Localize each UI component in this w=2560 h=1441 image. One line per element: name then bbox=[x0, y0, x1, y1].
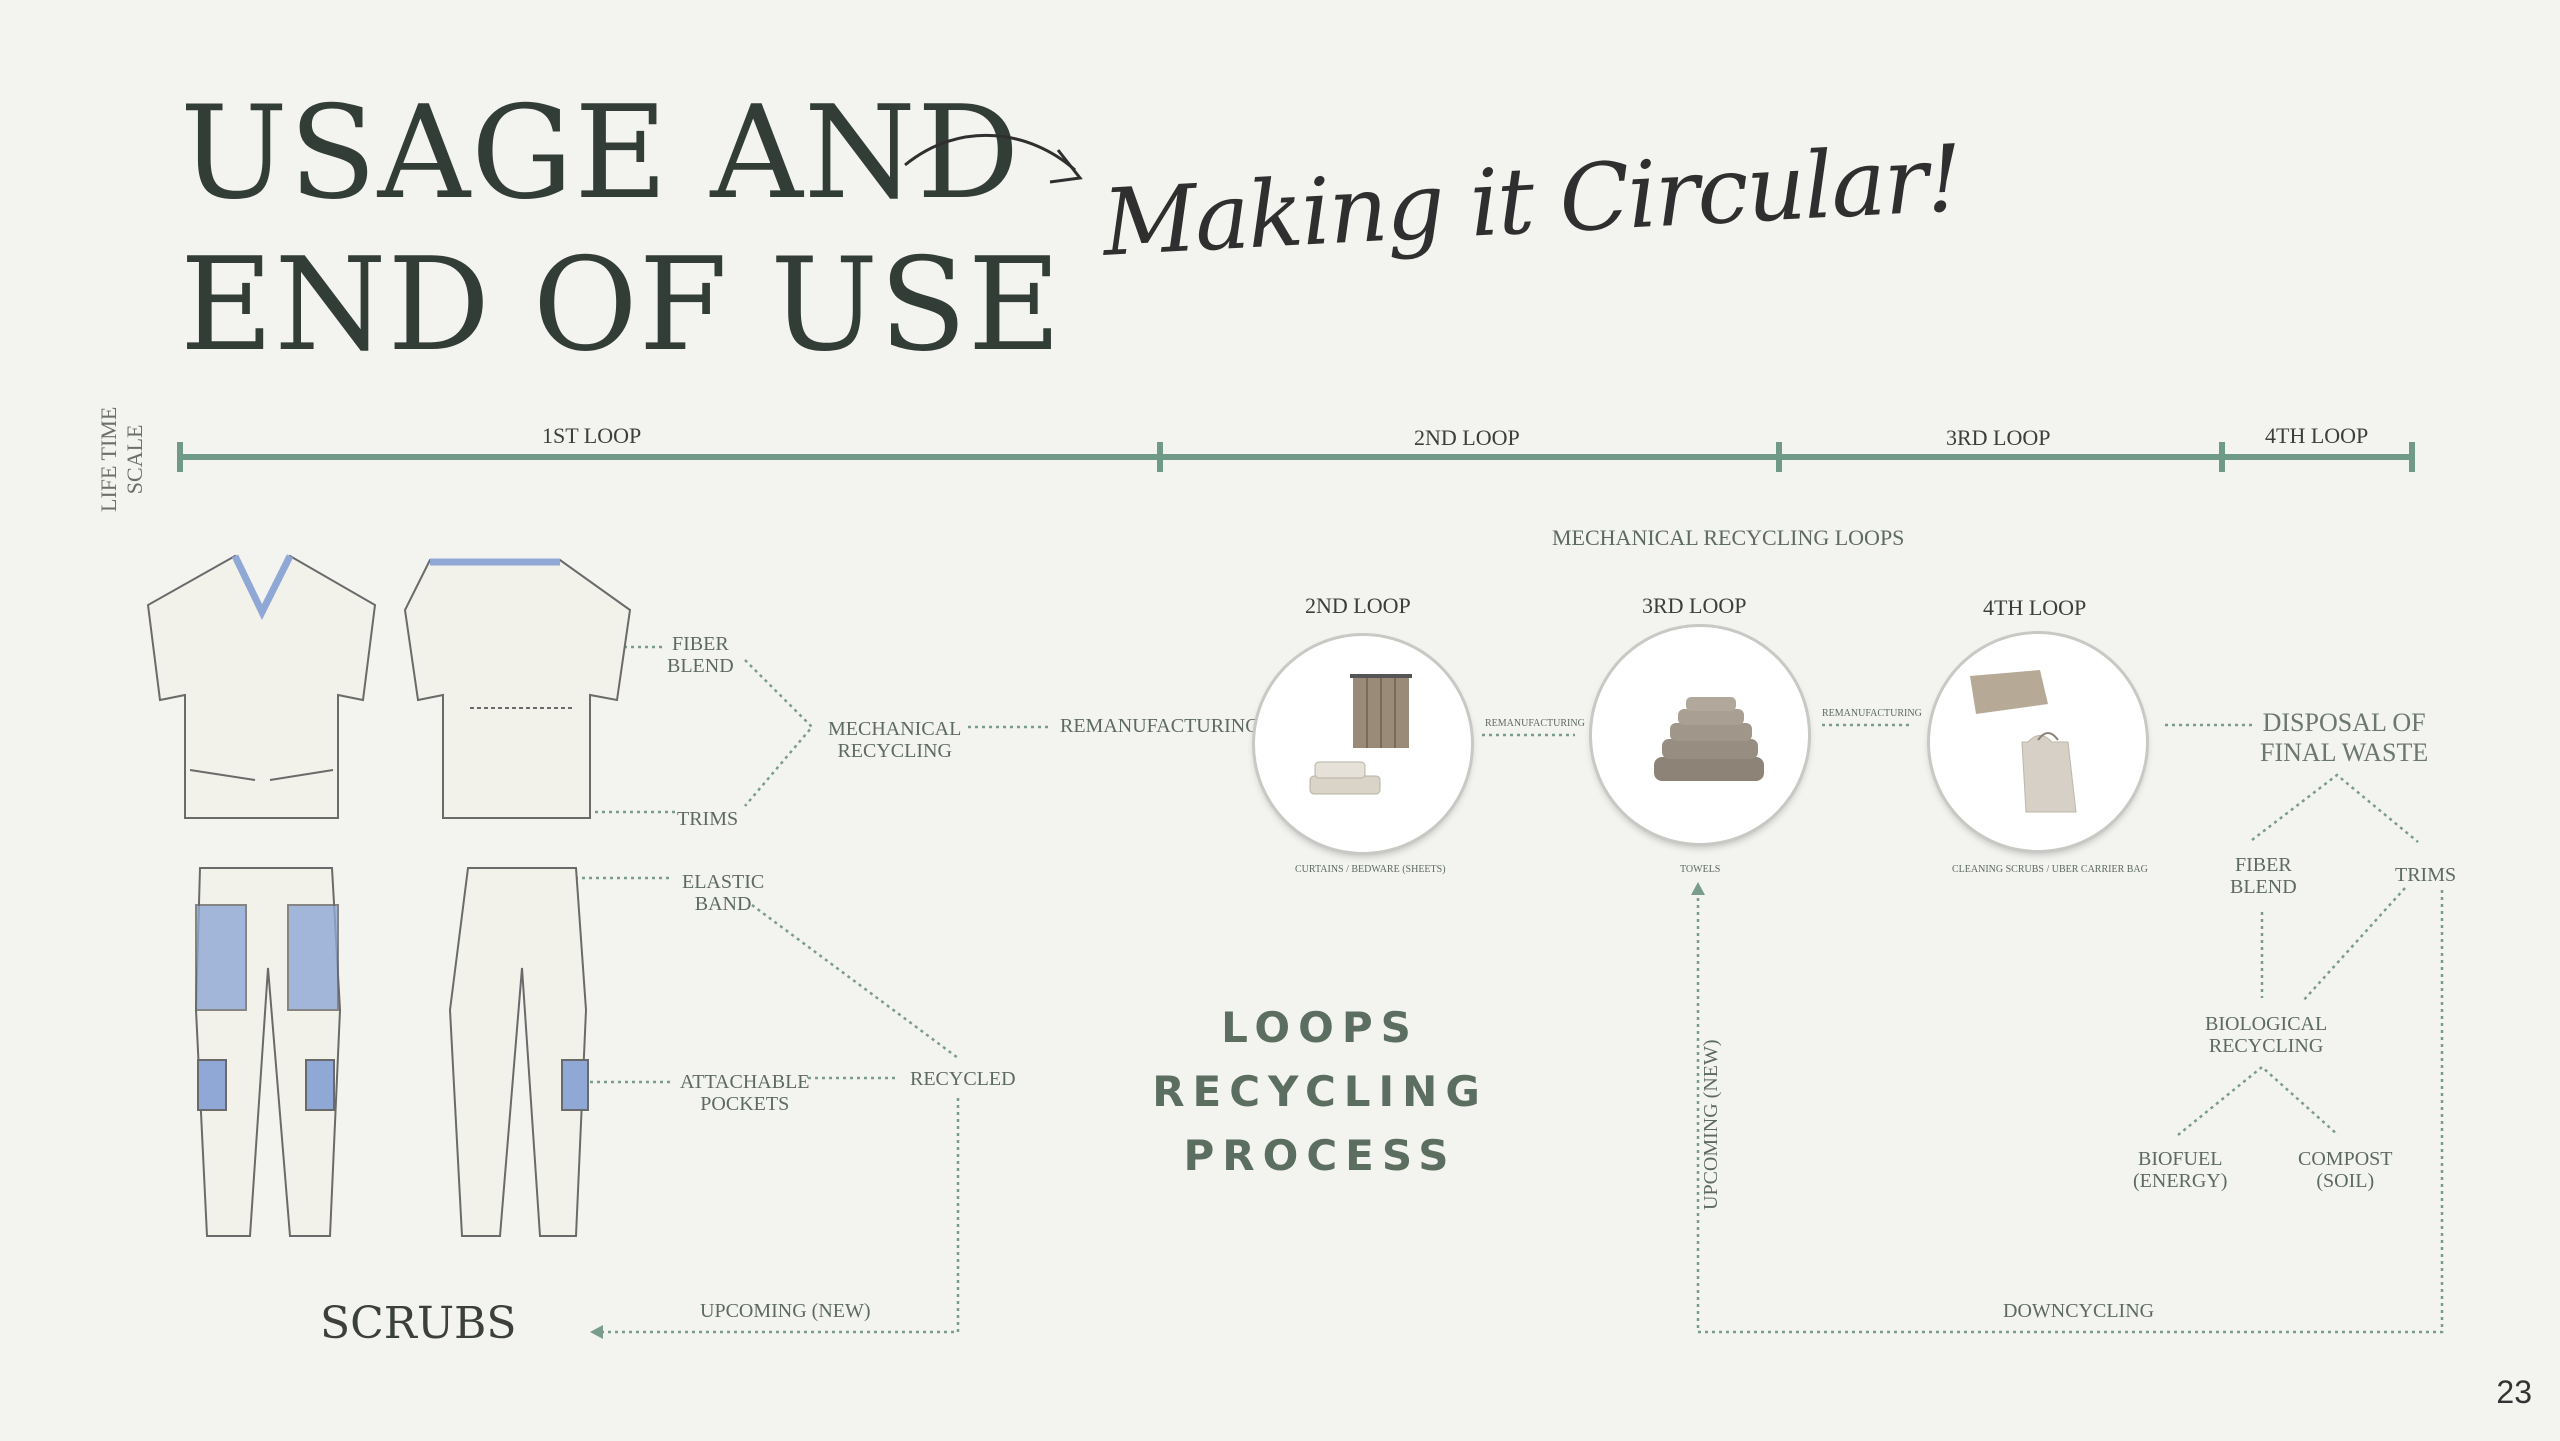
label-upcoming-new-right: UPCOMING (NEW) bbox=[1700, 1039, 1722, 1210]
first-loop-chevron bbox=[744, 659, 814, 807]
label-downcycling: DOWNCYCLING bbox=[2003, 1300, 2155, 1322]
timeline-loop-4: 4TH LOOP bbox=[2265, 423, 2369, 448]
loops-recycling-process-heading: LOOPS RECYCLING PROCESS bbox=[1152, 1003, 1488, 1180]
label-mechanical-recycling: MECHANICAL RECYCLING bbox=[828, 718, 962, 762]
mech-loop-2-label: 2ND LOOP bbox=[1305, 593, 1411, 618]
page-title: USAGE AND END OF USE bbox=[180, 78, 1062, 382]
cleaning-scrubs-bag-icon bbox=[1970, 670, 2077, 813]
scrubs-label: SCRUBS bbox=[320, 1298, 517, 1349]
elastic-recycled-connector bbox=[751, 903, 959, 1060]
title-line-1: USAGE AND bbox=[180, 79, 1021, 228]
mech-loop-3-circle bbox=[1592, 627, 1808, 843]
mechanical-loops-header: MECHANICAL RECYCLING LOOPS bbox=[1552, 525, 1905, 550]
recycled-return-line bbox=[600, 1098, 960, 1334]
mech-loop-4-label: 4TH LOOP bbox=[1983, 595, 2087, 620]
mech-connector-1: REMANUFACTURING bbox=[1485, 718, 1585, 729]
mech-loop-2-caption: CURTAINS / BEDWARE (SHEETS) bbox=[1295, 864, 1446, 875]
timeline-loop-1: 1ST LOOP bbox=[542, 423, 642, 448]
mech-loop-4-caption: CLEANING SCRUBS / UBER CARRIER BAG bbox=[1952, 864, 2148, 875]
downcycling-return-line bbox=[1696, 890, 2444, 1334]
scrub-top-back bbox=[403, 558, 632, 819]
title-arrow-head bbox=[1049, 149, 1083, 184]
title-line-2: END OF USE bbox=[180, 231, 1063, 380]
label-attachable-pockets: ATTACHABLE POCKETS bbox=[680, 1071, 810, 1115]
disposal-final-waste: DISPOSAL OF FINAL WASTE bbox=[2260, 708, 2429, 767]
disposal-split bbox=[2251, 773, 2419, 843]
scrub-pants-back bbox=[448, 867, 589, 1237]
mech-loop-3-caption: TOWELS bbox=[1680, 864, 1721, 875]
mech-loop-3-label: 3RD LOOP bbox=[1642, 593, 1747, 618]
label-fiber-blend: FIBER BLEND bbox=[667, 633, 734, 677]
towels-icon bbox=[1654, 697, 1764, 781]
page-number: 23 bbox=[2496, 1374, 2532, 1410]
title-arrow bbox=[904, 133, 1076, 172]
label-upcoming-new-left: UPCOMING (NEW) bbox=[700, 1300, 871, 1322]
disposal-biological-recycling: BIOLOGICAL RECYCLING bbox=[2205, 1013, 2328, 1057]
recycled-return-arrowhead bbox=[590, 1325, 603, 1339]
label-recycled: RECYCLED bbox=[910, 1068, 1016, 1090]
label-remanufacturing: REMANUFACTURING bbox=[1060, 715, 1260, 737]
curtains-bedware-icon bbox=[1309, 674, 1412, 795]
label-elastic-band: ELASTIC BAND bbox=[682, 871, 765, 915]
timeline-loop-3: 3RD LOOP bbox=[1946, 425, 2051, 450]
mech-connector-2: REMANUFACTURING bbox=[1822, 708, 1922, 719]
disposal-biofuel: BIOFUEL (ENERGY) bbox=[2133, 1148, 2228, 1192]
trims-bio-line bbox=[2301, 887, 2406, 1003]
bio-split bbox=[2177, 1065, 2339, 1136]
disposal-compost: COMPOST (SOIL) bbox=[2298, 1148, 2393, 1192]
disposal-trims: TRIMS bbox=[2395, 864, 2457, 886]
mech-loop-2-circle bbox=[1255, 636, 1471, 852]
scrub-pants-front bbox=[194, 867, 342, 1237]
mech-loop-4-circle bbox=[1930, 634, 2146, 850]
timeline-loop-2: 2ND LOOP bbox=[1414, 425, 1520, 450]
disposal-fiber-blend: FIBER BLEND bbox=[2230, 854, 2297, 898]
downcycling-return-arrowhead bbox=[1691, 882, 1705, 895]
label-trims: TRIMS bbox=[677, 808, 739, 830]
scrub-top-front bbox=[146, 554, 377, 819]
